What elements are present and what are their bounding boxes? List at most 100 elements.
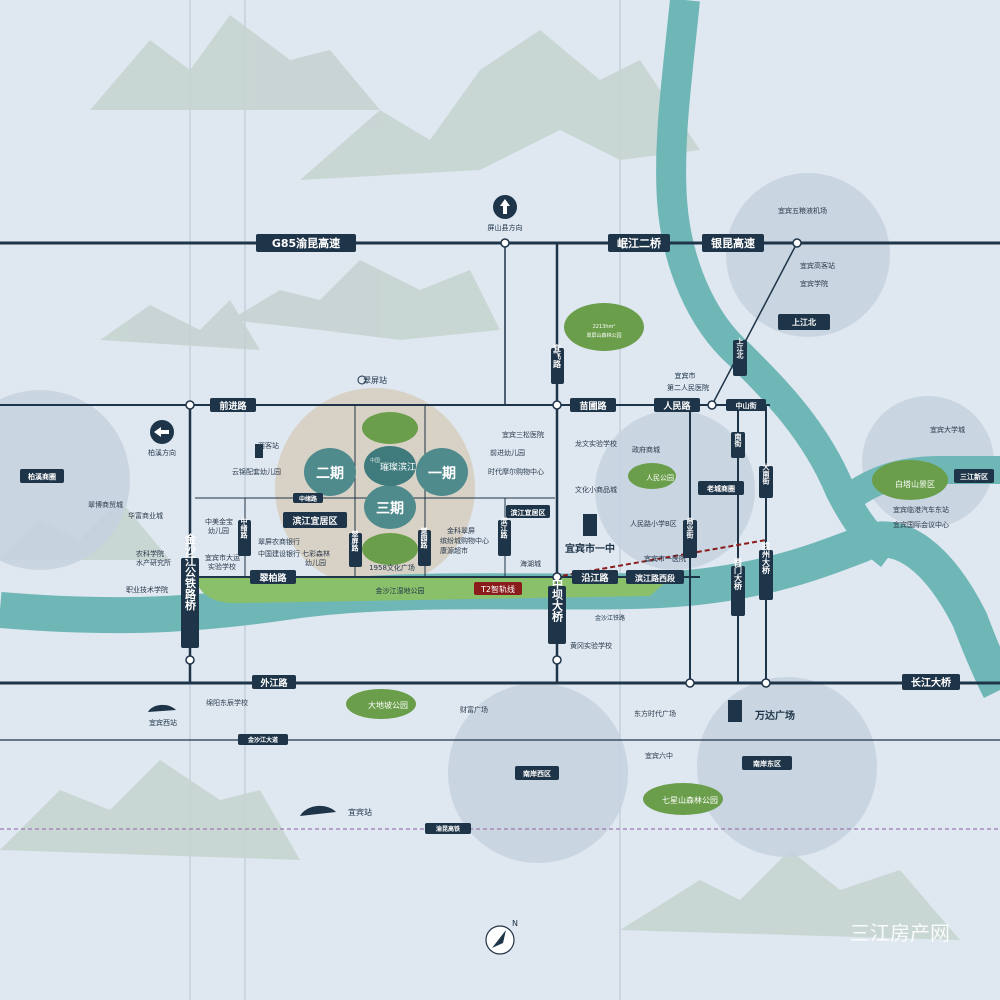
road-shangye[interactable]: 商业街 xyxy=(683,517,697,558)
svg-text:金沙江大道: 金沙江大道 xyxy=(247,736,278,744)
district-baixi[interactable]: 柏溪商圈 xyxy=(20,469,64,483)
road-zhongshan[interactable]: 中山街 xyxy=(726,399,766,411)
poi-list: 西客站 云锦配套幼儿园 翠博商贸城 华富商业城 农科学院 水产研究所 职业技术学… xyxy=(88,206,965,760)
arrow-up-icon xyxy=(500,199,510,214)
road-changjiang-bridge[interactable]: 长江大桥 xyxy=(902,674,960,690)
poi-item[interactable]: 绵阳东辰学校 xyxy=(206,698,248,707)
road-yifei[interactable]: 宜飞路 xyxy=(551,343,564,384)
poi-item[interactable]: 中美金宝 xyxy=(205,517,233,526)
district-nanan-xi[interactable]: 南岸西区 xyxy=(515,766,559,780)
road-yukun-rail[interactable]: 渝昆高铁 xyxy=(425,823,471,834)
district-binjiang-yiju-1[interactable]: 滨江宜居区 xyxy=(283,512,347,528)
poi-item[interactable]: 七彩森林 xyxy=(302,549,330,558)
poi-item[interactable]: 金科翠屏 xyxy=(447,526,475,535)
svg-text:N: N xyxy=(512,919,518,928)
road-sheng[interactable]: 翠屏路 xyxy=(349,530,362,567)
road-minjiang-bridge[interactable]: 岷江二桥 xyxy=(608,234,670,252)
road-xuzhou-bridge[interactable]: 戎州大桥 xyxy=(759,541,773,600)
road-renmin[interactable]: 人民路 xyxy=(654,398,700,412)
poi-item[interactable]: 宜宾三松医院 xyxy=(502,430,544,439)
poi-item[interactable]: 宜宾学院 xyxy=(800,279,828,288)
mountain-decorations xyxy=(0,15,960,940)
svg-text:中绪路: 中绪路 xyxy=(299,495,318,503)
poi-item[interactable]: 宜宾市大运 xyxy=(205,553,240,562)
road-shangjiangbei-diagonal[interactable]: 上江北 xyxy=(733,337,747,376)
phase-1-label[interactable]: 一期 xyxy=(428,466,456,482)
district-shangjiangbei[interactable]: 上江北 xyxy=(778,314,830,330)
poi-item[interactable]: 宜宾高客站 xyxy=(800,261,835,270)
road-jinsha-rail-bridge[interactable]: 金沙江公铁路桥 xyxy=(181,532,199,648)
poi-item[interactable]: 幼儿园 xyxy=(305,558,326,567)
svg-text:老城商圈: 老城商圈 xyxy=(706,484,735,493)
svg-text:上江北: 上江北 xyxy=(792,317,816,327)
building-icon xyxy=(583,514,597,536)
poi-item[interactable]: 宜宾大学城 xyxy=(930,425,965,434)
road-dananjie[interactable]: 大南街 xyxy=(759,463,773,498)
poi-item[interactable]: 西客站 xyxy=(258,441,279,450)
park-qixing-label: 七星山森林公园 xyxy=(662,795,718,805)
poi-item[interactable]: 宜宾五粮液机场 xyxy=(778,206,827,215)
road-labels: G85渝昆高速 岷江二桥 银昆高速 前进路 苗圃路 人民路 中山街 翠柏路 沿江… xyxy=(210,234,960,834)
poi-item[interactable]: 华富商业城 xyxy=(128,511,163,520)
road-waijiang[interactable]: 外江路 xyxy=(252,675,296,689)
poi-item[interactable]: 宜宾临港汽车东站 xyxy=(893,505,949,514)
road-cuibai[interactable]: 翠柏路 xyxy=(250,570,296,584)
road-nanmen-bridge[interactable]: 南门大桥 xyxy=(731,557,745,616)
train-icon-main xyxy=(300,805,336,816)
poi-item[interactable]: 农科学院 xyxy=(136,549,164,558)
district-nanan-dong[interactable]: 南岸东区 xyxy=(742,756,792,770)
road-zhongxu-vertical[interactable]: 中绪路 xyxy=(238,517,251,556)
poi-item[interactable]: 黄冈实验学校 xyxy=(570,641,612,650)
road-g85[interactable]: G85渝昆高速 xyxy=(256,234,356,252)
svg-text:中坝大桥: 中坝大桥 xyxy=(551,577,564,623)
poi-item[interactable]: 文化小商品城 xyxy=(575,485,617,494)
poi-item[interactable]: 实验学校 xyxy=(208,562,236,571)
poi-item[interactable]: 海湖城 xyxy=(520,559,541,568)
poi-item[interactable]: 幼儿园 xyxy=(208,526,229,535)
road-nanjie[interactable]: 南街 xyxy=(731,432,745,458)
phase-2-label[interactable]: 二期 xyxy=(316,466,344,482)
poi-item[interactable]: 东方时代广场 xyxy=(634,709,676,718)
poi-item[interactable]: 前进幼儿园 xyxy=(490,448,525,457)
svg-text:柏溪商圈: 柏溪商圈 xyxy=(28,472,56,481)
phase-3-label[interactable]: 三期 xyxy=(376,501,404,517)
poi-item[interactable]: 政府商城 xyxy=(632,445,660,454)
road-qianjin[interactable]: 前进路 xyxy=(210,398,256,412)
poi-item[interactable]: 人民路小学B区 xyxy=(630,519,677,528)
district-sanjiang[interactable]: 三江新区 xyxy=(954,469,994,483)
road-yinkun[interactable]: 银昆高速 xyxy=(702,234,764,252)
road-zhongba-bridge[interactable]: 中坝大桥 xyxy=(548,577,566,644)
road-zhongxu[interactable]: 中绪路 xyxy=(293,493,323,503)
district-laocheng[interactable]: 老城商圈 xyxy=(698,481,744,495)
poi-item[interactable]: 财富广场 xyxy=(460,705,488,714)
t2-line-label[interactable]: T2智轨线 xyxy=(474,582,522,595)
poi-item[interactable]: 翠博商贸城 xyxy=(88,500,123,509)
poi-item[interactable]: 云锦配套幼儿园 xyxy=(232,467,281,476)
poi-item[interactable]: 龙文实验学校 xyxy=(575,439,617,448)
district-binjiang-yiju-2[interactable]: 滨江宜居区 xyxy=(506,505,550,518)
poi-item[interactable]: 水产研究所 xyxy=(136,558,171,567)
poi-item[interactable]: 翠屏农商银行 xyxy=(258,537,300,546)
road-yanjiang[interactable]: 沿江路 xyxy=(572,570,618,584)
poi-item[interactable]: 职业技术学院 xyxy=(126,585,168,594)
wanda-building-icon xyxy=(728,700,742,722)
road-miaopu[interactable]: 苗圃路 xyxy=(570,398,616,412)
poi-item[interactable]: 康源超市 xyxy=(440,546,468,555)
cuiping-station-label: 翠屏站 xyxy=(363,375,387,385)
road-binjiangxi[interactable]: 滨江路西段 xyxy=(626,570,684,584)
svg-text:翠柏路: 翠柏路 xyxy=(259,572,287,584)
poi-item[interactable]: 缤纷城购物中心 xyxy=(440,536,489,545)
parks xyxy=(346,303,948,815)
poi-item[interactable]: 宜宾国际会议中心 xyxy=(893,520,949,529)
pingshan-direction[interactable]: 屏山县方向 xyxy=(488,195,523,232)
compass: N xyxy=(485,919,518,955)
hospital1-label: 宜宾市一医院 xyxy=(644,554,686,563)
poi-item[interactable]: 宜宾六中 xyxy=(645,751,673,760)
road-huixu[interactable]: 慧园路 xyxy=(418,527,431,566)
poi-item[interactable]: 时代摩尔购物中心 xyxy=(488,467,544,476)
baixi-direction[interactable]: 柏溪方向 xyxy=(148,420,176,457)
poi-item[interactable]: 中国建设银行 xyxy=(258,549,300,558)
road-binjiang-vertical[interactable]: 滨江路 xyxy=(498,517,511,556)
road-jinsha-ave[interactable]: 金沙江大道 xyxy=(238,734,288,745)
